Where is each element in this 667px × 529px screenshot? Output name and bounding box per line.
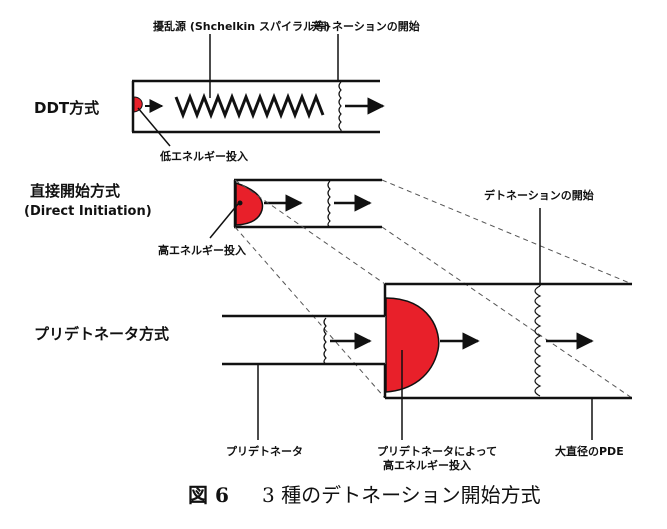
ddt-detonation-front	[338, 81, 342, 132]
predetonator-label: プリデトネータ	[226, 444, 303, 458]
predet-energy-label-2: 高エネルギー投入	[383, 458, 471, 472]
direct-initiation-diagram	[209, 178, 382, 239]
small-tube-front	[323, 317, 327, 365]
low-energy-leader	[137, 107, 171, 147]
detonation-start-mid-label: デトネーションの開始	[484, 188, 594, 202]
detonation-start-top-label: デトネーションの開始	[310, 19, 420, 33]
direct-ignition-blob	[235, 181, 264, 226]
high-energy-leader	[209, 203, 239, 239]
high-energy-label: 高エネルギー投入	[158, 243, 246, 257]
predetonator-diagram	[222, 208, 632, 440]
shchelkin-spiral	[174, 92, 325, 120]
figure-caption-text: 3 種のデトネーション開始方式	[262, 483, 541, 507]
predet-energy-blob	[385, 297, 440, 393]
large-pde-label: 大直径のPDE	[555, 444, 624, 458]
method-predetonator: プリデトネータ方式	[34, 325, 169, 343]
direct-ignition-point	[237, 200, 243, 206]
turbulence-label: 擾乱源 (Shchelkin スパイラル等)	[153, 19, 330, 33]
zoom-lines	[234, 179, 633, 399]
low-energy-label: 低エネルギー投入	[159, 149, 248, 163]
large-tube-front	[534, 285, 542, 397]
method-direct-sub: (Direct Initiation)	[24, 204, 152, 219]
figure-caption-number: 図 6	[188, 483, 229, 507]
predet-energy-label-1: プリデトネータによって	[377, 444, 497, 458]
method-ddt: DDT方式	[34, 99, 99, 117]
direct-detonation-front	[327, 180, 331, 228]
ddt-diagram	[131, 34, 385, 147]
ddt-ignition-blob	[133, 96, 143, 113]
method-direct: 直接開始方式	[30, 182, 120, 200]
